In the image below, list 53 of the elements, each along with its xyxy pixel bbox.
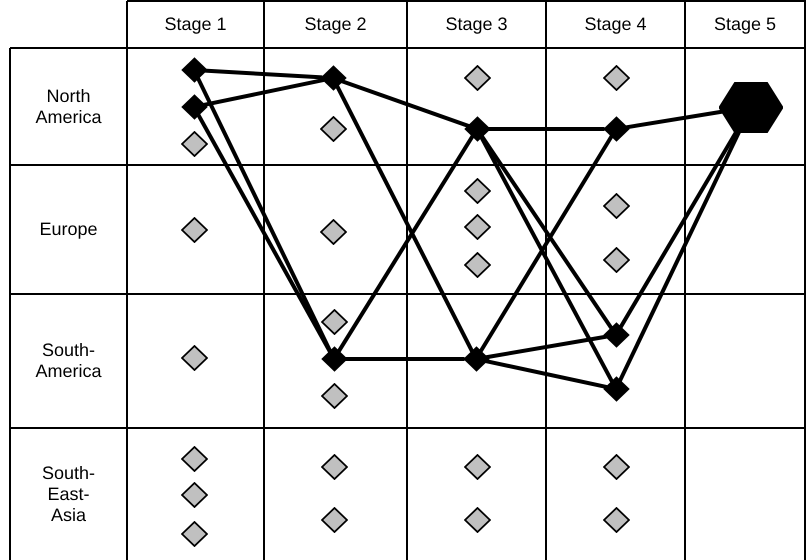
diamond-marker bbox=[180, 345, 208, 371]
diamond-marker bbox=[180, 482, 208, 508]
column-header: Stage 5 bbox=[714, 14, 776, 35]
diamond-marker bbox=[180, 217, 208, 243]
row-header: South-East-Asia bbox=[40, 462, 96, 526]
diamond-marker bbox=[464, 507, 490, 533]
row-header: South-America bbox=[34, 340, 102, 382]
diamond-marker bbox=[464, 454, 490, 480]
filled-diamond-marker bbox=[462, 346, 490, 372]
filled-diamond-marker bbox=[320, 346, 348, 372]
connector-line bbox=[346, 357, 464, 361]
diamond-marker bbox=[464, 252, 490, 278]
diamond-marker bbox=[180, 446, 208, 472]
filled-diamond-marker bbox=[602, 322, 630, 348]
filled-diamond-marker bbox=[602, 376, 630, 402]
filled-diamond-marker bbox=[320, 65, 346, 91]
connector-line bbox=[336, 134, 475, 354]
filled-diamond-marker bbox=[180, 57, 208, 83]
column-header: Stage 4 bbox=[584, 14, 647, 35]
diamond-marker bbox=[602, 193, 630, 219]
filled-diamond-marker bbox=[464, 116, 490, 142]
diamond-marker bbox=[602, 65, 630, 91]
diamond-marker bbox=[464, 178, 490, 204]
connector-line bbox=[488, 127, 604, 131]
connector-line bbox=[340, 78, 470, 128]
diamond-marker bbox=[320, 116, 346, 142]
row-header: Europe bbox=[39, 219, 98, 240]
connector-line bbox=[204, 68, 322, 80]
column-header: Stage 2 bbox=[304, 14, 367, 35]
diamond-marker bbox=[464, 214, 490, 240]
diamond-marker bbox=[320, 507, 348, 533]
diamond-marker bbox=[602, 454, 630, 480]
column-header: Stage 1 bbox=[164, 14, 227, 35]
diamond-marker bbox=[464, 65, 490, 91]
diamond-marker bbox=[320, 454, 348, 480]
diamond-marker bbox=[320, 219, 346, 245]
connector-line bbox=[618, 130, 739, 330]
connector-line bbox=[202, 78, 324, 108]
connector-line bbox=[625, 109, 724, 130]
diamond-marker bbox=[320, 309, 348, 335]
column-header: Stage 3 bbox=[445, 14, 508, 35]
row-header: North America bbox=[34, 86, 102, 128]
diamond-marker bbox=[602, 507, 630, 533]
connector-line bbox=[484, 359, 608, 389]
diamond-marker bbox=[320, 383, 348, 409]
filled-diamond-marker bbox=[602, 116, 630, 142]
diamond-marker bbox=[602, 247, 630, 273]
filled-diamond-marker bbox=[180, 94, 208, 120]
connector-line bbox=[485, 334, 607, 360]
hexagon-marker bbox=[719, 82, 783, 132]
connector-line bbox=[334, 84, 474, 353]
diamond-marker bbox=[180, 521, 208, 547]
diamond-marker bbox=[180, 131, 208, 157]
